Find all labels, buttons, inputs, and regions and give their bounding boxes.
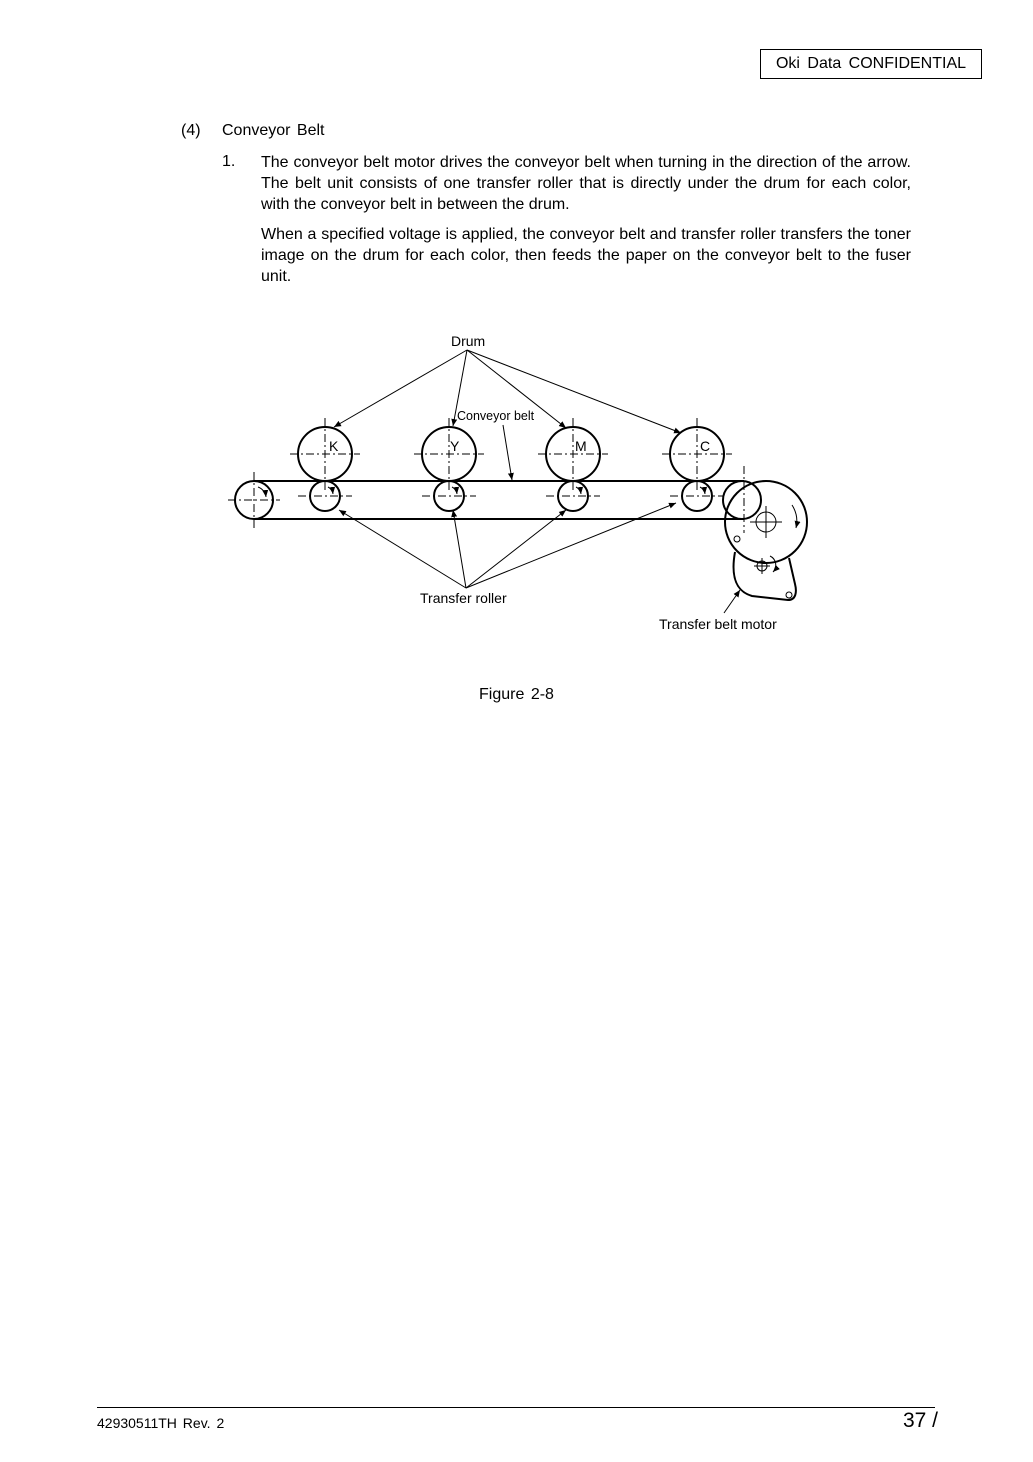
paragraph-2: When a specified voltage is applied, the… — [261, 226, 911, 285]
transfer-roller-label: Transfer roller — [420, 590, 507, 606]
confidential-notice: Oki Data CONFIDENTIAL — [760, 49, 982, 79]
drive-roller — [722, 466, 762, 533]
conveyor-belt-label: Conveyor belt — [457, 409, 535, 423]
figure-caption: Figure 2-8 — [479, 686, 554, 703]
conveyor-belt-leader — [502, 424, 514, 481]
drum-c — [662, 418, 732, 490]
drum-label: Drum — [451, 333, 485, 349]
transfer-roller-k — [298, 480, 352, 512]
idle-roller — [228, 472, 280, 528]
drum-letter-c: C — [700, 438, 710, 454]
conveyor-belt — [254, 480, 744, 520]
item-number: 1. — [222, 153, 236, 170]
transfer-belt-motor — [732, 535, 797, 602]
drum-leaders — [333, 349, 682, 434]
motor-leader — [723, 589, 741, 614]
drive-gear — [724, 480, 808, 564]
transfer-roller-c — [670, 480, 724, 512]
document-number: 42930511TH Rev. 2 — [97, 1415, 225, 1431]
section-title: Conveyor Belt — [222, 122, 325, 139]
drum-letter-k: K — [329, 438, 339, 454]
page-number: 37 / — [902, 1409, 938, 1432]
transfer-roller-m — [546, 480, 600, 512]
footer-rule — [97, 1407, 935, 1408]
drum-m — [538, 418, 608, 490]
drum-k — [290, 418, 360, 490]
transfer-roller-y — [422, 480, 476, 512]
conveyor-belt-diagram: K Y M C — [228, 333, 808, 632]
drum-y — [414, 418, 484, 490]
transfer-belt-motor-label: Transfer belt motor — [659, 616, 777, 632]
drum-letter-m: M — [575, 438, 587, 454]
drum-letter-y: Y — [450, 438, 460, 454]
transfer-roller-leaders — [338, 502, 677, 589]
section-number: (4) — [181, 122, 201, 139]
paragraph-1: The conveyor belt motor drives the conve… — [261, 154, 911, 213]
